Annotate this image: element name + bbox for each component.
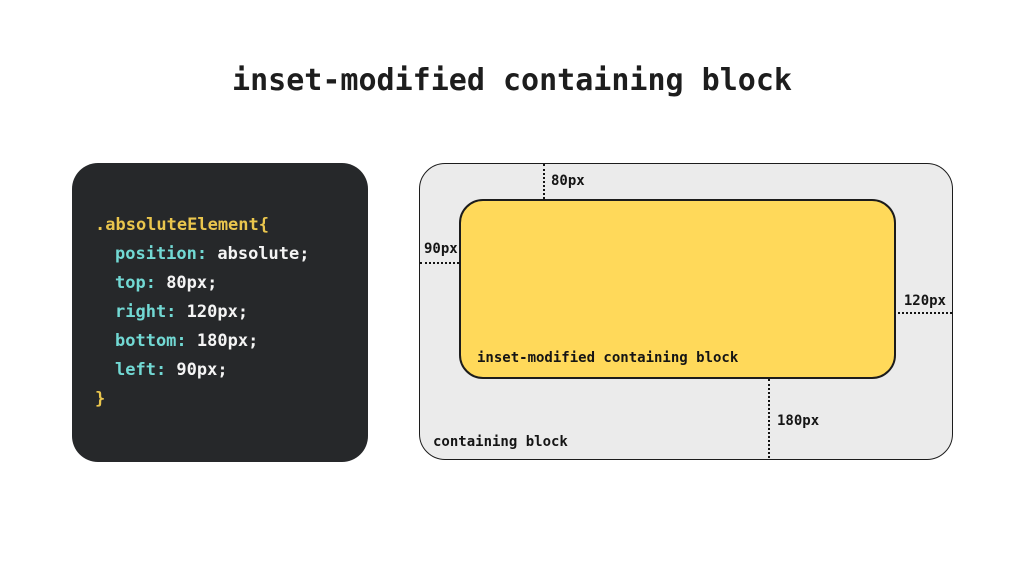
- code-property: top:: [115, 273, 156, 293]
- right-inset-value: 120px: [903, 293, 946, 309]
- inset-modified-containing-block-label: inset-modified containing block: [477, 350, 739, 366]
- code-line-bottom: bottom: 180px;: [95, 327, 368, 356]
- code-closing-brace: }: [95, 389, 106, 409]
- code-property: left:: [115, 360, 167, 380]
- code-line-closing-brace: }: [95, 385, 368, 414]
- code-line-left: left: 90px;: [95, 356, 368, 385]
- code-line-right: right: 120px;: [95, 298, 368, 327]
- right-inset-dotted-line: [898, 312, 952, 314]
- code-value: 180px;: [186, 331, 259, 351]
- code-property: right:: [115, 302, 177, 322]
- left-inset-value: 90px: [424, 241, 458, 257]
- css-code-block: .absoluteElement{ position: absolute; to…: [72, 163, 368, 462]
- code-value: 80px;: [155, 273, 218, 293]
- inset-modified-containing-block: inset-modified containing block: [459, 199, 896, 379]
- code-value: absolute;: [207, 244, 310, 264]
- top-inset-dotted-line: [543, 164, 545, 199]
- code-property: position:: [115, 244, 208, 264]
- containing-block: inset-modified containing block containi…: [419, 163, 953, 460]
- code-line-position: position: absolute;: [95, 240, 368, 269]
- code-value: 120px;: [176, 302, 249, 322]
- bottom-inset-value: 180px: [777, 413, 820, 429]
- containing-block-label: containing block: [433, 434, 568, 450]
- code-line-selector: .absoluteElement{: [95, 211, 368, 240]
- left-inset-dotted-line: [420, 262, 459, 264]
- code-value: 90px;: [166, 360, 228, 380]
- bottom-inset-dotted-line: [768, 379, 770, 458]
- code-line-top: top: 80px;: [95, 269, 368, 298]
- page-title: inset-modified containing block: [232, 63, 792, 98]
- top-inset-value: 80px: [551, 173, 585, 189]
- code-property: bottom:: [115, 331, 187, 351]
- code-selector: .absoluteElement{: [95, 215, 269, 235]
